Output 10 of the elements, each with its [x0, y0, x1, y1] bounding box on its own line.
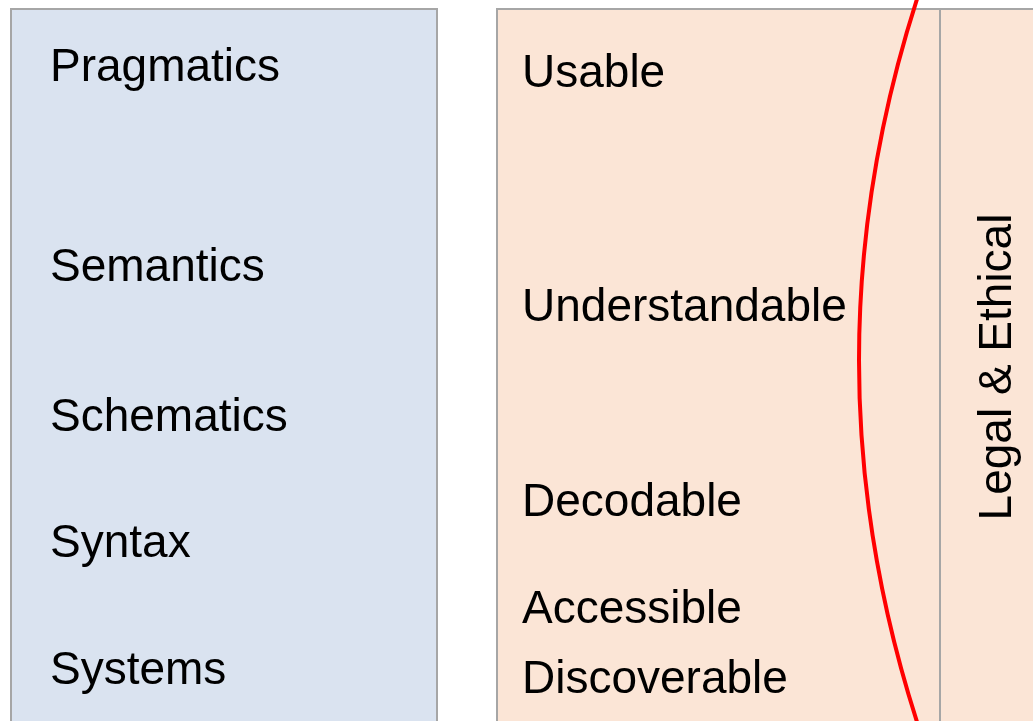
level-label: Decodable	[522, 477, 742, 523]
level-label: Schematics	[50, 392, 288, 438]
level-label: Semantics	[50, 242, 265, 288]
constraint-panel	[939, 8, 1033, 721]
level-label: Accessible	[522, 584, 742, 630]
level-label: Usable	[522, 48, 666, 94]
principle-panel	[496, 8, 941, 721]
level-label: Understandable	[522, 282, 847, 328]
layer-panel	[10, 8, 438, 721]
level-label: Discoverable	[522, 654, 788, 700]
